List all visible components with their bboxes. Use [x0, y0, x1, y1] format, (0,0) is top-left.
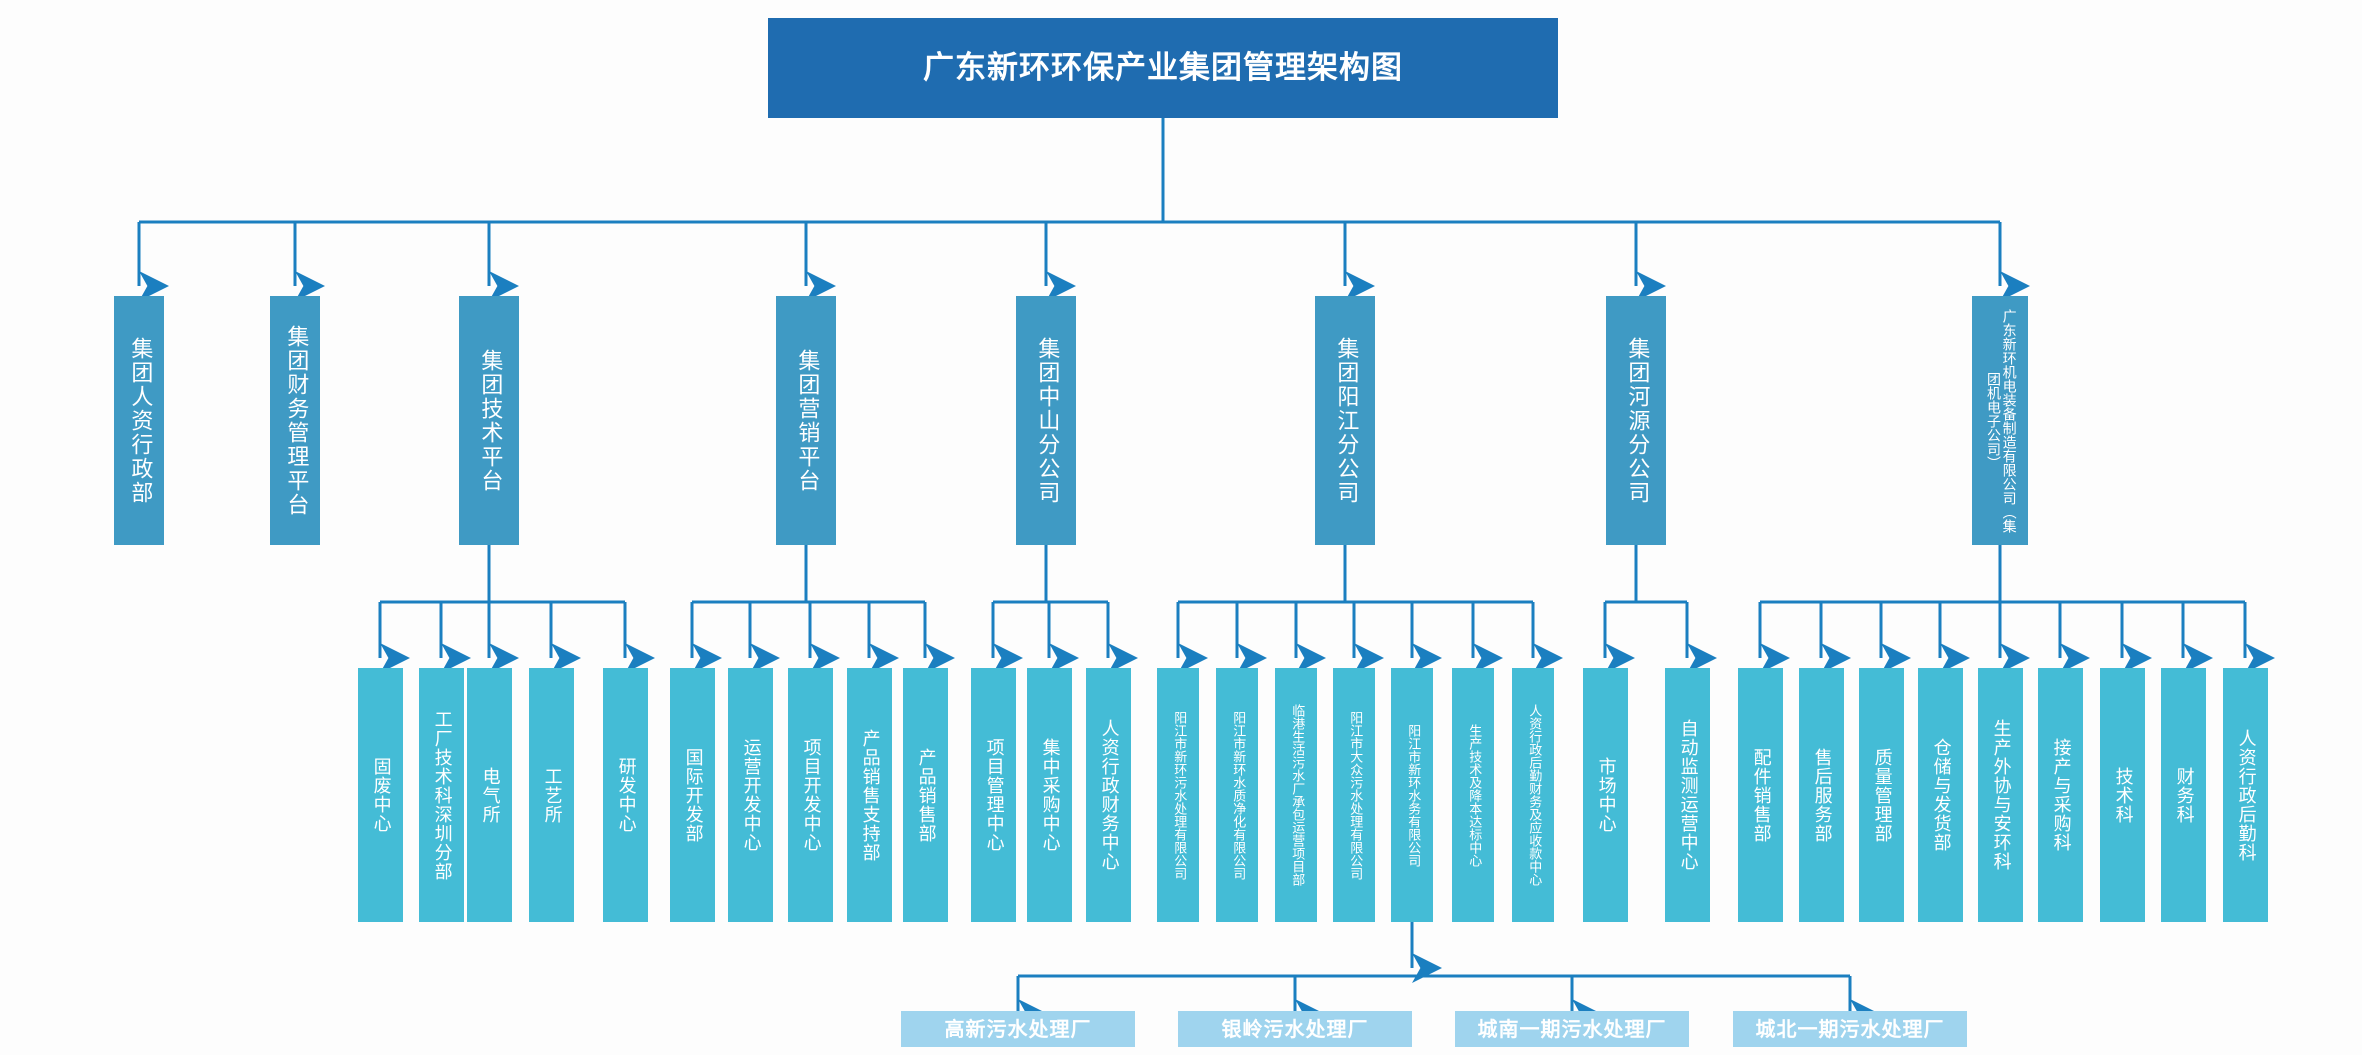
node-label: 集团阳江分公司	[1333, 336, 1359, 505]
node-group-yangjiang-branch[interactable]: 集团阳江分公司	[1315, 296, 1375, 545]
node-product-sales-support-dept[interactable]: 产品销售支持部	[847, 668, 892, 922]
node-label: 阳江市新环水质净化有限公司	[1230, 710, 1246, 880]
node-central-procurement-center[interactable]: 集中采购中心	[1027, 668, 1072, 922]
node-label: 项目管理中心	[983, 738, 1005, 852]
node-parts-sales-dept[interactable]: 配件销售部	[1738, 668, 1783, 922]
node-solid-waste-center[interactable]: 固废中心	[358, 668, 403, 922]
node-group-marketing-platform[interactable]: 集团营销平台	[776, 296, 836, 545]
node-group-zhongshan-branch[interactable]: 集团中山分公司	[1016, 296, 1076, 545]
node-label: 阳江市新环污水处理有限公司	[1171, 710, 1187, 880]
node-chengnan-phase1-sewage-plant[interactable]: 城南一期污水处理厂	[1455, 1011, 1689, 1047]
node-quality-management-dept[interactable]: 质量管理部	[1859, 668, 1904, 922]
node-label: 市场中心	[1595, 757, 1617, 833]
node-label: 集团营销平台	[794, 348, 820, 493]
node-label: 阳江市新环水务有限公司	[1405, 723, 1421, 867]
node-label: 银岭污水处理厂	[1221, 1016, 1369, 1041]
node-hr-admin-finance-center[interactable]: 人资行政财务中心	[1086, 668, 1131, 922]
node-label: 人资行政后勤科	[2235, 728, 2257, 862]
org-root-node[interactable]: 广东新环环保产业集团管理架构图	[768, 18, 1558, 118]
node-group-heyuan-branch[interactable]: 集团河源分公司	[1606, 296, 1666, 545]
node-hr-admin-logistics-finance-receivable-center[interactable]: 人资行政后勤财务及应收款中心	[1512, 668, 1554, 922]
node-label: 集团技术平台	[477, 348, 503, 493]
node-auto-monitoring-operation-center[interactable]: 自动监测运营中心	[1665, 668, 1710, 922]
node-label: 临港生活污水厂承包运营项目部	[1289, 704, 1305, 886]
node-label: 产品销售部	[915, 747, 937, 843]
node-label: 集团人资行政部	[127, 336, 153, 505]
node-process-institute[interactable]: 工艺所	[529, 668, 574, 922]
node-label: 项目开发中心	[800, 738, 822, 852]
node-operation-dev-center[interactable]: 运营开发中心	[728, 668, 773, 922]
node-gaoxin-sewage-plant[interactable]: 高新污水处理厂	[901, 1011, 1135, 1047]
node-label: 高新污水处理厂	[944, 1016, 1092, 1041]
node-label: 财务科	[2173, 766, 2195, 824]
node-group-hr-admin[interactable]: 集团人资行政部	[114, 296, 164, 545]
node-label: 自动监测运营中心	[1677, 719, 1699, 871]
node-label: 接产与采购科	[2050, 738, 2072, 852]
node-label: 生产外协与安环科	[1990, 719, 2012, 871]
node-chengbei-phase1-sewage-plant[interactable]: 城北一期污水处理厂	[1733, 1011, 1967, 1047]
node-group-finance-platform[interactable]: 集团财务管理平台	[270, 296, 320, 545]
node-label: 集中采购中心	[1039, 738, 1061, 852]
node-warehouse-shipping-dept[interactable]: 仓储与发货部	[1918, 668, 1963, 922]
node-label: 产品销售支持部	[859, 728, 881, 862]
node-rnd-center[interactable]: 研发中心	[603, 668, 648, 922]
node-label: 集团河源分公司	[1624, 336, 1650, 505]
node-receiving-procurement-section[interactable]: 接产与采购科	[2038, 668, 2083, 922]
node-label: 城南一期污水处理厂	[1477, 1016, 1667, 1041]
node-yangjiang-xinhuan-water-affairs[interactable]: 阳江市新环水务有限公司	[1391, 668, 1433, 922]
node-label: 售后服务部	[1811, 747, 1833, 843]
node-finance-section[interactable]: 财务科	[2161, 668, 2206, 922]
node-label: 工厂技术科深圳分部	[431, 709, 453, 881]
node-label: 阳江市大众污水处理有限公司	[1347, 710, 1363, 880]
node-label: 城北一期污水处理厂	[1755, 1016, 1945, 1041]
node-label: 国际开发部	[682, 747, 704, 843]
node-group-tech-platform[interactable]: 集团技术平台	[459, 296, 519, 545]
node-market-center[interactable]: 市场中心	[1583, 668, 1628, 922]
node-electrical-institute[interactable]: 电气所	[467, 668, 512, 922]
node-label: 人资行政后勤财务及应收款中心	[1526, 704, 1542, 886]
node-label: 工艺所	[541, 766, 563, 824]
node-production-tech-cost-center[interactable]: 生产技术及降本达标中心	[1452, 668, 1494, 922]
node-label: 研发中心	[615, 757, 637, 833]
node-label: 固废中心	[370, 757, 392, 833]
node-label: 人资行政财务中心	[1098, 719, 1120, 871]
node-production-outsourcing-safety-env-section[interactable]: 生产外协与安环科	[1978, 668, 2023, 922]
node-yangjiang-xinhuan-sewage[interactable]: 阳江市新环污水处理有限公司	[1157, 668, 1199, 922]
node-label: 集团中山分公司	[1034, 336, 1060, 505]
node-label: 运营开发中心	[740, 738, 762, 852]
node-label: 质量管理部	[1871, 747, 1893, 843]
node-label: 技术科	[2112, 766, 2134, 824]
node-label: 电气所	[479, 766, 501, 824]
node-yinling-sewage-plant[interactable]: 银岭污水处理厂	[1178, 1011, 1412, 1047]
node-project-dev-center[interactable]: 项目开发中心	[788, 668, 833, 922]
node-international-dev-dept[interactable]: 国际开发部	[670, 668, 715, 922]
node-hr-admin-logistics-section[interactable]: 人资行政后勤科	[2223, 668, 2268, 922]
node-label: 生产技术及降本达标中心	[1466, 723, 1482, 867]
node-factory-tech-shenzhen[interactable]: 工厂技术科深圳分部	[419, 668, 464, 922]
node-project-management-center[interactable]: 项目管理中心	[971, 668, 1016, 922]
node-yangjiang-dazhong-sewage[interactable]: 阳江市大众污水处理有限公司	[1333, 668, 1375, 922]
node-after-sales-service-dept[interactable]: 售后服务部	[1799, 668, 1844, 922]
node-label: 广东新环机电装备制造有限公司（集团机电子公司）	[1985, 308, 2017, 533]
node-electromechanical-company[interactable]: 广东新环机电装备制造有限公司（集团机电子公司）	[1972, 296, 2028, 545]
node-label: 配件销售部	[1750, 747, 1772, 843]
node-label: 集团财务管理平台	[283, 324, 309, 517]
node-label: 仓储与发货部	[1930, 738, 1952, 852]
node-yangjiang-xinhuan-water-purify[interactable]: 阳江市新环水质净化有限公司	[1216, 668, 1258, 922]
node-technology-section[interactable]: 技术科	[2100, 668, 2145, 922]
root-label: 广东新环环保产业集团管理架构图	[923, 49, 1403, 86]
node-product-sales-dept[interactable]: 产品销售部	[903, 668, 948, 922]
node-lingang-sewage-operation-dept[interactable]: 临港生活污水厂承包运营项目部	[1275, 668, 1317, 922]
